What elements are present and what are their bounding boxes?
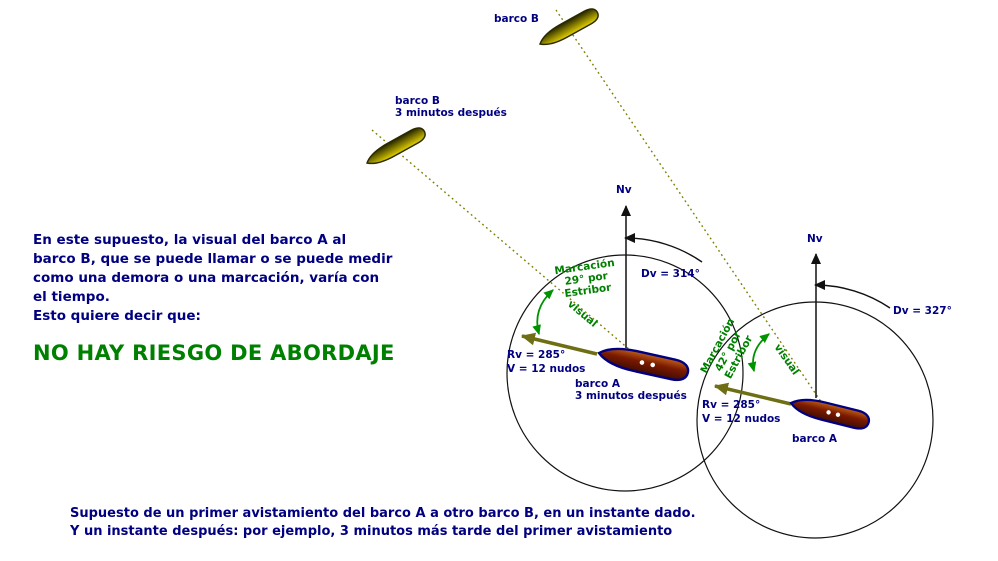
- conclusion-text: NO HAY RIESGO DE ABORDAJE: [33, 341, 395, 365]
- heading-arrow-later: [520, 332, 598, 356]
- ship-b-later-label-line1: barco B: [395, 95, 440, 107]
- dv-label-first: Dv = 327°: [893, 305, 952, 317]
- explanation-line: Esto quiere decir que:: [33, 308, 201, 324]
- rv-label-first-line1: Rv = 285°: [702, 399, 760, 411]
- ship-b-later-label-line2: 3 minutos después: [395, 107, 507, 119]
- ship-b-first-label: barco B: [494, 13, 539, 25]
- caption-line2: Y un instante después: por ejemplo, 3 mi…: [70, 524, 673, 539]
- visual-label-first: visual: [772, 342, 802, 377]
- dv-arc-first: [814, 280, 891, 309]
- marcacion-label-first: Marcación 42° por Estribor: [698, 316, 755, 380]
- ship-a-first-label: barco A: [792, 433, 838, 445]
- ship-a-first-icon: [787, 393, 872, 433]
- visual-label-later: visual: [565, 298, 599, 330]
- rv-label-later-line2: V = 12 nudos: [507, 363, 585, 375]
- marcacion-angle-arrow-first: [747, 333, 770, 373]
- ship-a-later-label-line2: 3 minutos después: [575, 390, 687, 402]
- visual-line-later: [371, 129, 638, 357]
- compass-circle-later: [506, 254, 744, 492]
- bottom-caption: Supuesto de un primer avistamiento del b…: [70, 505, 696, 541]
- rv-label-first-line2: V = 12 nudos: [702, 413, 780, 425]
- compass-circle-first: [696, 301, 934, 539]
- ship-b-later-icon: [362, 124, 429, 171]
- marcacion-label-later: Marcación 29° por Estribor: [554, 257, 616, 300]
- dv-label-later: Dv = 314°: [641, 268, 700, 280]
- north-label-later: Nv: [616, 184, 632, 196]
- ship-a-later-icon: [595, 342, 692, 384]
- visual-line-first: [555, 9, 827, 410]
- caption-line1: Supuesto de un primer avistamiento del b…: [70, 506, 696, 521]
- rv-label-later-line1: Rv = 285°: [507, 349, 565, 361]
- explanation-line: el tiempo.: [33, 289, 110, 305]
- ship-b-first-icon: [535, 5, 602, 52]
- dv-arc-later: [624, 232, 703, 263]
- explanation-line: como una demora o una marcación, varía c…: [33, 270, 380, 286]
- explanation-line: En este supuesto, la visual del barco A …: [33, 232, 347, 248]
- marcacion-angle-arrow-later: [532, 289, 554, 336]
- north-label-first: Nv: [807, 233, 823, 245]
- explanation-text: En este supuesto, la visual del barco A …: [33, 231, 473, 326]
- explanation-line: barco B, que se puede llamar o se puede …: [33, 251, 393, 267]
- ship-a-later-label-line1: barco A: [575, 378, 621, 390]
- heading-arrow-first: [713, 382, 792, 406]
